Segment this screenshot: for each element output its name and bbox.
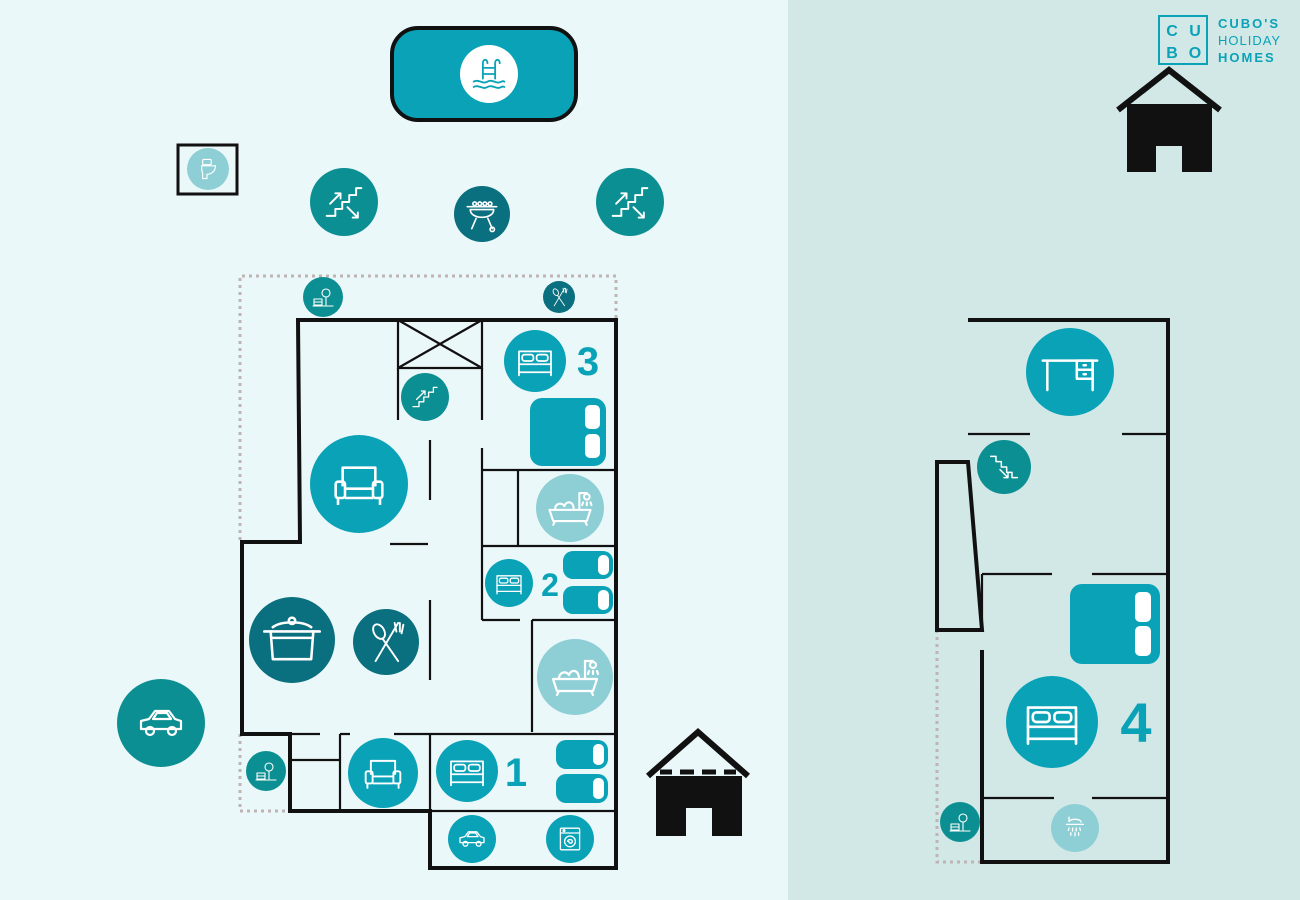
garden-badge-upper: [940, 802, 980, 842]
pillow: [593, 744, 604, 765]
bathroom-badge-bottom: [537, 639, 613, 715]
room-number-2: 2: [541, 567, 559, 603]
logo-letter-b: B: [1166, 45, 1178, 62]
kitchen-badge: [249, 597, 335, 683]
logo-letter-o: O: [1189, 45, 1201, 62]
upper-floor-interior-walls: [968, 432, 1168, 862]
pillow: [585, 405, 600, 429]
outdoor-boundary: [238, 274, 618, 813]
bedroom-4-badge: [1006, 676, 1098, 768]
room-number-3: 3: [577, 340, 599, 384]
logo-letter-u: U: [1189, 23, 1201, 40]
bathroom-badge-top: [536, 474, 604, 542]
pillow: [1135, 626, 1151, 656]
bedroom-3-badge: [504, 330, 566, 392]
upper-floor-boundary: [935, 630, 982, 864]
brand-name-line-2: HOLIDAY: [1218, 33, 1281, 48]
ground-floor-walls: [240, 318, 618, 870]
bedroom-1-badge: [436, 740, 498, 802]
living-room-badge: [310, 435, 408, 533]
shower-badge: [1051, 804, 1099, 852]
ground-floor-interior-walls: [290, 319, 616, 813]
garage-car-badge: [448, 815, 496, 863]
room-number-4: 4: [1120, 691, 1151, 754]
pillow: [585, 434, 600, 458]
parking-badge: [117, 679, 205, 767]
outdoor-toilet-room: [176, 143, 239, 196]
logo-letter-c: C: [1166, 23, 1178, 40]
brand-name-line-1: CUBO'S: [1218, 16, 1280, 31]
upper-floor-house-icon: [1116, 66, 1222, 172]
pillow: [598, 555, 609, 575]
room-number-1: 1: [505, 751, 527, 795]
garden-badge-bottom: [246, 751, 286, 791]
pillow: [593, 778, 604, 799]
brand-name-line-3: HOMES: [1218, 50, 1276, 65]
toilet-badge: [187, 148, 229, 190]
ground-floor-house-icon: [646, 728, 750, 836]
bbq-badge: [454, 186, 510, 242]
lounge-badge: [348, 738, 418, 808]
pillow: [598, 590, 609, 610]
pillow: [1135, 592, 1151, 622]
brand-logo: C U B O CUBO'S HOLIDAY HOMES: [1158, 15, 1281, 65]
garden-badge-top: [303, 277, 343, 317]
office-badge: [1026, 328, 1114, 416]
bedroom-2-badge: [485, 559, 533, 607]
